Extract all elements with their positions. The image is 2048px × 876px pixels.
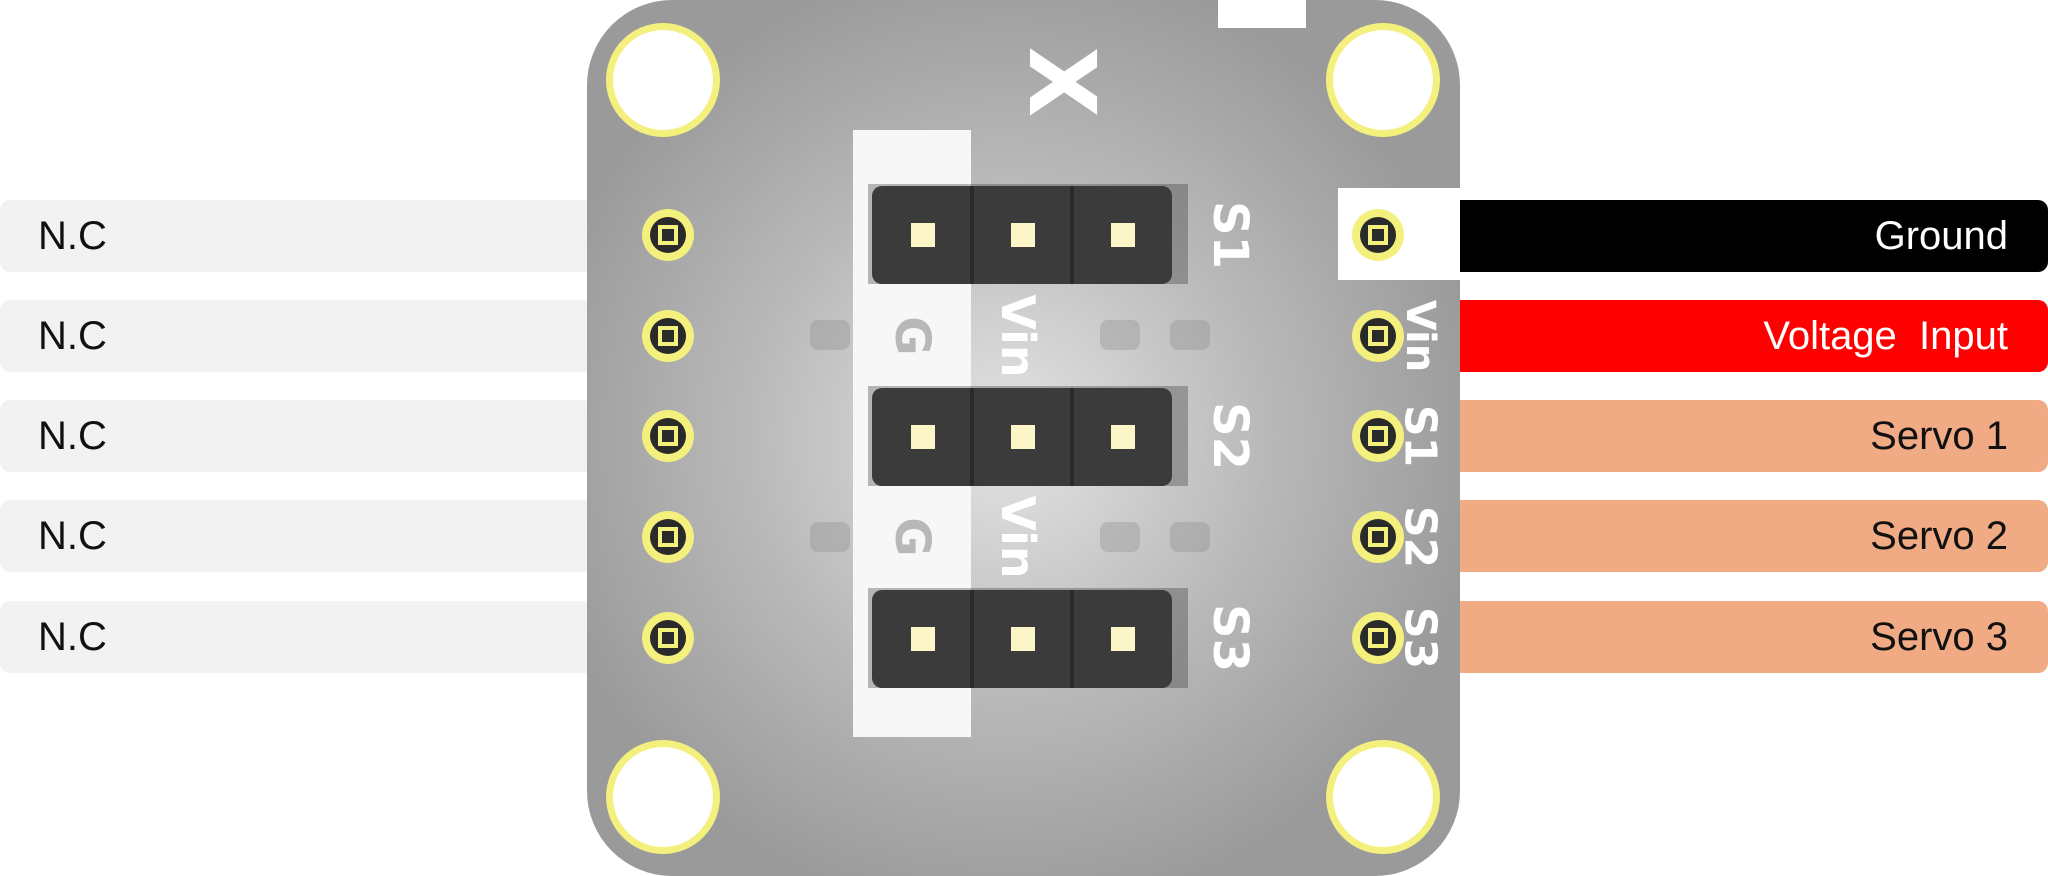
silk-label-s3: S3	[1395, 607, 1446, 669]
left-pad-1	[642, 209, 694, 261]
servo-header-s2	[868, 386, 1188, 486]
servo-header-s3	[868, 588, 1188, 688]
column-label-g-2: G	[884, 517, 940, 556]
right-pad-s2	[1352, 511, 1404, 563]
left-pin-label-2: N.C	[0, 300, 590, 372]
right-pin-label-voltage-input: Voltage Input	[1460, 300, 2048, 372]
header-label-s3: S3	[1202, 604, 1258, 672]
left-pin-label-3: N.C	[0, 400, 590, 472]
left-pad-5	[642, 612, 694, 664]
right-pin-label-servo-1: Servo 1	[1460, 400, 2048, 472]
right-pad-s3	[1352, 612, 1404, 664]
silk-label-g: G	[1395, 217, 1446, 253]
left-pin-label-1: N.C	[0, 200, 590, 272]
right-pin-label-servo-2: Servo 2	[1460, 500, 2048, 572]
left-pad-3	[642, 410, 694, 462]
left-pin-label-4: N.C	[0, 500, 590, 572]
left-pin-label-5: N.C	[0, 601, 590, 673]
background-pin-shadows	[810, 320, 1210, 552]
board-logo: X	[1008, 47, 1115, 118]
column-label-vin-2: Vin	[991, 495, 1045, 578]
header-label-s2: S2	[1202, 402, 1258, 470]
servo-header-s1	[868, 184, 1188, 284]
column-label-g-1: G	[884, 316, 940, 355]
left-pad-4	[642, 511, 694, 563]
silk-label-vin: Vin	[1397, 300, 1443, 372]
left-pin-row	[642, 209, 694, 664]
mounting-holes	[606, 23, 1440, 854]
right-pad-ground	[1352, 209, 1404, 261]
right-pad-s1	[1352, 410, 1404, 462]
board-notch	[1218, 0, 1306, 28]
right-pin-label-ground: Ground	[1460, 200, 2048, 272]
right-pin-row	[1352, 209, 1404, 664]
silk-label-s1: S1	[1395, 405, 1446, 467]
right-pin-label-servo-3: Servo 3	[1460, 601, 2048, 673]
left-pad-2	[642, 310, 694, 362]
column-label-vin-1: Vin	[991, 294, 1045, 377]
silk-label-s2: S2	[1395, 506, 1446, 568]
right-pad-vin	[1352, 310, 1404, 362]
header-label-s1: S1	[1202, 201, 1258, 269]
